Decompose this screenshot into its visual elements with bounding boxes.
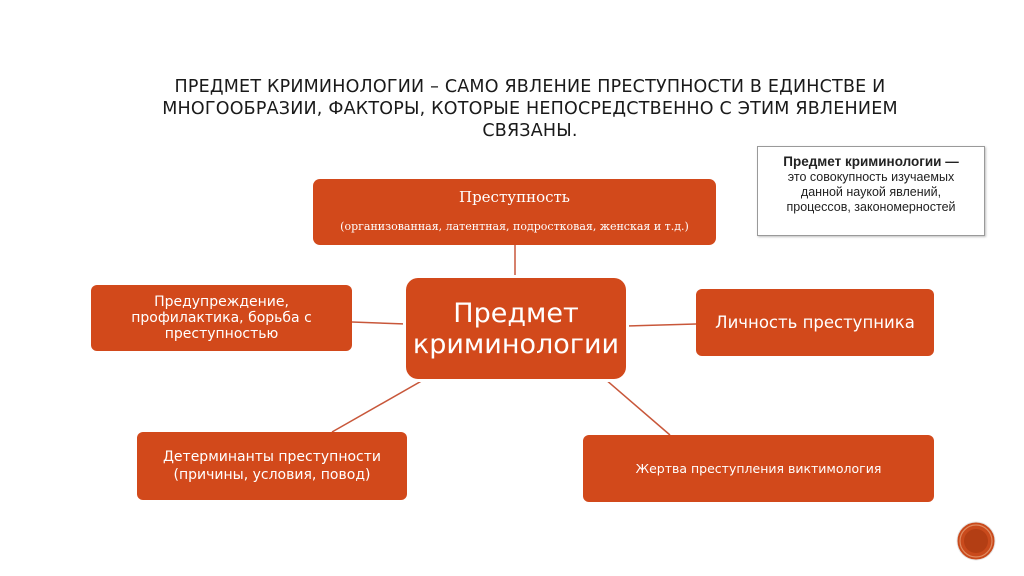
prevention-node-label: Предупреждение, профилактика, борьба с п… bbox=[131, 294, 312, 342]
definition-note: Предмет криминологии — это совокупность … bbox=[757, 146, 985, 236]
determinants-node: Детерминанты преступности (причины, усло… bbox=[137, 432, 407, 500]
crime-node-label: Преступность bbox=[459, 187, 570, 206]
determinants-node-label: Детерминанты преступности (причины, усло… bbox=[162, 449, 382, 483]
center-node-label: Предмет криминологии bbox=[412, 297, 620, 360]
personality-node-label: Личность преступника bbox=[715, 312, 915, 332]
victim-node-label: Жертва преступления виктимология bbox=[635, 460, 882, 476]
personality-node: Личность преступника bbox=[696, 289, 934, 356]
crime-node-subtitle: (организованная, латентная, подростковая… bbox=[340, 219, 689, 233]
center-node: Предмет криминологии bbox=[406, 278, 626, 379]
circle-logo-icon bbox=[956, 521, 996, 561]
slide-title: ПРЕДМЕТ КРИМИНОЛОГИИ – САМО ЯВЛЕНИЕ ПРЕС… bbox=[162, 77, 898, 141]
victim-node: Жертва преступления виктимология bbox=[583, 435, 934, 502]
crime-node: Преступность (организованная, латентная,… bbox=[313, 179, 716, 245]
connector-center-prevention bbox=[351, 321, 407, 325]
definition-note-body: это совокупность изучаемых данной наукой… bbox=[786, 170, 956, 214]
connector-center-personality bbox=[625, 323, 697, 327]
connector-center-victim bbox=[604, 378, 671, 436]
definition-note-heading: Предмет криминологии — bbox=[783, 154, 959, 169]
prevention-node: Предупреждение, профилактика, борьба с п… bbox=[91, 285, 352, 351]
connector-center-determinants bbox=[331, 378, 426, 433]
